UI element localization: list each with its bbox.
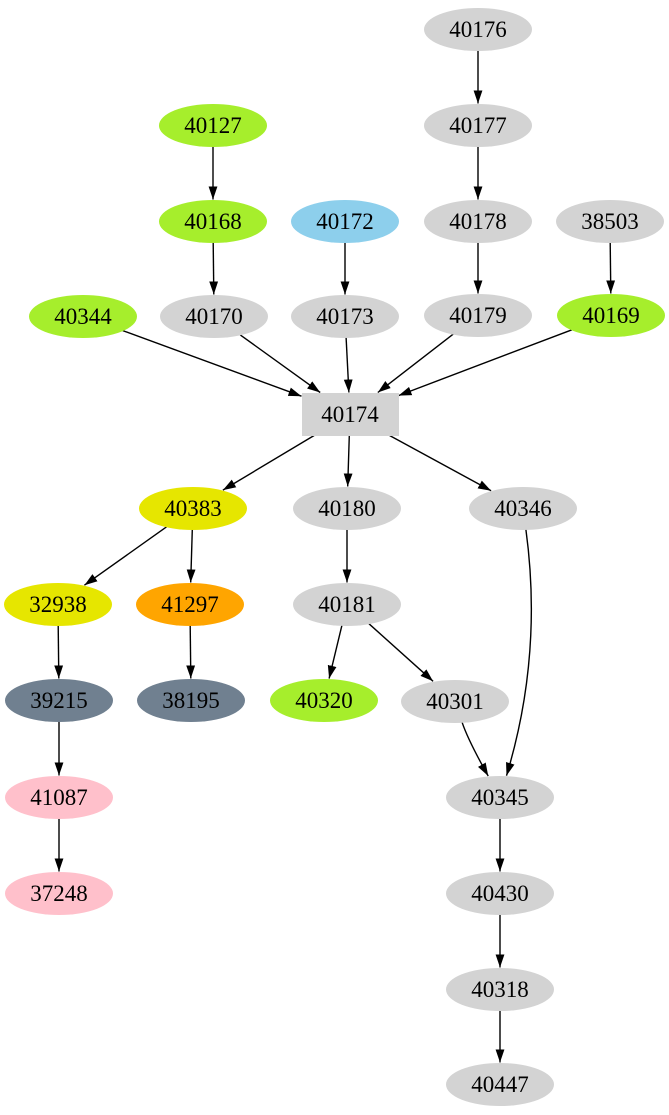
edge-40170-40174 [239, 334, 321, 394]
node-40170: 40170 [160, 294, 268, 338]
edge-32938-39215 [54, 625, 64, 679]
edge-40169-40174 [398, 329, 573, 397]
edge-40346-40345 [505, 529, 533, 776]
node-40447: 40447 [446, 1062, 554, 1106]
edge-40173-40174 [343, 337, 353, 393]
edge-40383-41297 [186, 529, 196, 583]
node-32938: 32938 [4, 582, 112, 626]
node-40181: 40181 [293, 582, 401, 626]
node-41297: 41297 [136, 582, 244, 626]
edge-40179-40174 [377, 333, 454, 394]
node-40318: 40318 [446, 967, 554, 1011]
node-40172: 40172 [291, 199, 399, 243]
node-40177: 40177 [424, 103, 532, 147]
node-37248: 37248 [5, 871, 113, 915]
edge-40174-40383 [222, 434, 315, 491]
edge-40301-40345 [461, 722, 489, 777]
node-40169: 40169 [557, 293, 665, 337]
node-40320: 40320 [270, 678, 378, 722]
node-40174: 40174 [301, 392, 399, 436]
edge-40181-40320 [327, 625, 343, 679]
edge-40383-32938 [83, 526, 168, 586]
node-40168: 40168 [159, 199, 267, 243]
node-40179: 40179 [424, 293, 532, 337]
node-40346: 40346 [469, 486, 577, 530]
node-40345: 40345 [446, 775, 554, 819]
node-38503: 38503 [556, 199, 664, 243]
node-40430: 40430 [446, 871, 554, 915]
node-40180: 40180 [293, 486, 401, 530]
edge-41297-38195 [186, 625, 196, 679]
node-39215: 39215 [5, 678, 113, 722]
edge-40344-40174 [122, 329, 302, 397]
edge-40168-40170 [209, 242, 219, 295]
node-40344: 40344 [29, 294, 137, 338]
node-38195: 38195 [137, 678, 245, 722]
node-40176: 40176 [424, 7, 532, 51]
edge-38503-40169 [606, 242, 616, 294]
node-40127: 40127 [159, 103, 267, 147]
node-40178: 40178 [424, 199, 532, 243]
edge-40181-40301 [368, 623, 434, 682]
node-41087: 41087 [5, 775, 113, 819]
edge-40174-40346 [389, 434, 492, 492]
node-40383: 40383 [139, 486, 247, 530]
node-40173: 40173 [291, 294, 399, 338]
edge-40174-40180 [343, 435, 353, 487]
node-40301: 40301 [401, 679, 509, 723]
